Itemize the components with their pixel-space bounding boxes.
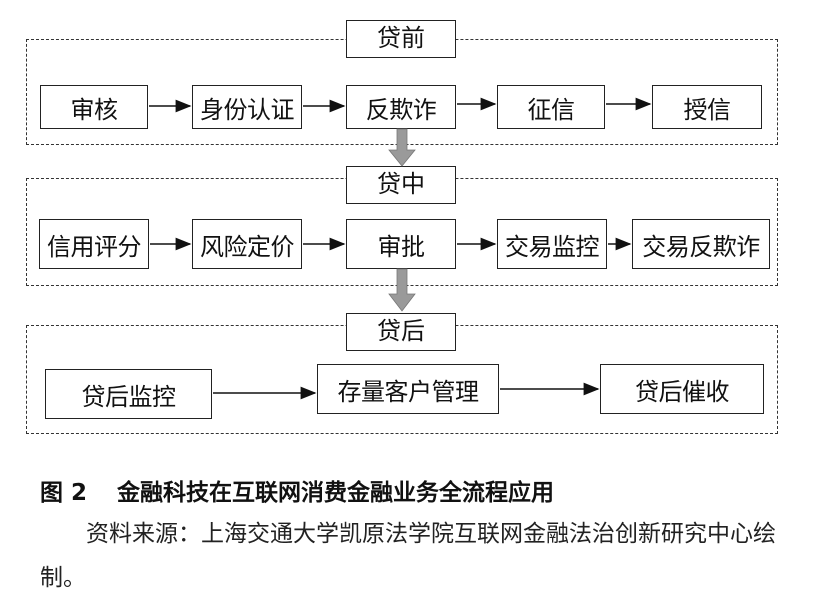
node-identity-verification: 身份认证 — [192, 85, 302, 129]
stage-label-in-loan: 贷中 — [346, 166, 456, 204]
stage-label-post-loan: 贷后 — [346, 313, 456, 351]
node-credit-check: 征信 — [497, 85, 605, 129]
node-post-loan-monitoring: 贷后监控 — [45, 369, 212, 419]
flow-diagram: 贷前 审核 身份认证 反欺诈 征信 授信 贷中 信用评分 风险定价 审批 交易监… — [26, 20, 778, 434]
grey-arrow-pre-to-in — [388, 128, 416, 167]
node-approval: 审批 — [346, 219, 456, 269]
grey-arrow-in-to-post — [388, 268, 416, 312]
node-transaction-monitoring: 交易监控 — [497, 219, 607, 269]
node-anti-fraud: 反欺诈 — [346, 85, 456, 129]
source-note: 资料来源：上海交通大学凯原法学院互联网金融法治创新研究中心绘制。 — [40, 521, 776, 591]
connectors — [149, 97, 652, 400]
node-review: 审核 — [40, 85, 148, 129]
node-risk-pricing: 风险定价 — [192, 219, 302, 269]
figure-caption: 图 2 金融科技在互联网消费金融业务全流程应用 — [40, 473, 554, 507]
node-credit-scoring: 信用评分 — [39, 219, 149, 269]
node-transaction-anti-fraud: 交易反欺诈 — [632, 219, 770, 269]
figure-title: 金融科技在互联网消费金融业务全流程应用 — [117, 480, 555, 506]
node-credit-granting: 授信 — [652, 85, 762, 129]
node-post-loan-collection: 贷后催收 — [600, 364, 764, 414]
node-existing-customer-management: 存量客户管理 — [317, 364, 499, 414]
figure-number: 图 2 — [40, 480, 88, 506]
stage-label-pre-loan: 贷前 — [346, 20, 456, 58]
